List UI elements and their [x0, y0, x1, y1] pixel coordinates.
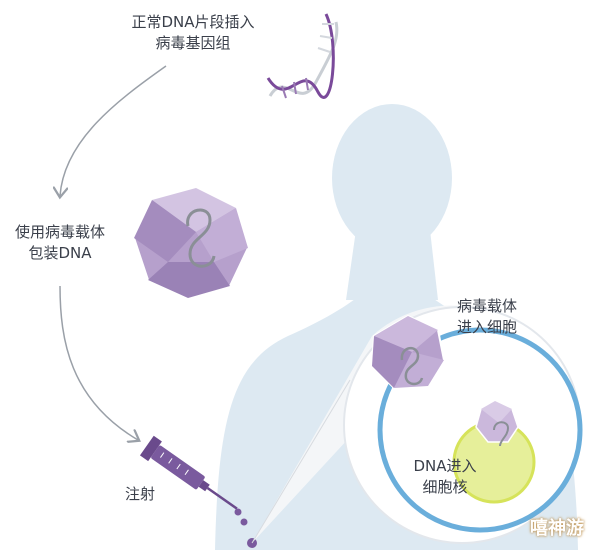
label-step3: 注射: [124, 485, 155, 503]
virus-entering-cell-icon: [370, 314, 446, 390]
watermark: 嘻神游: [530, 518, 584, 539]
label-step2-line1: 使用病毒载体: [14, 223, 105, 241]
virus-small-icon: [475, 400, 519, 447]
label-step1: 正常DNA片段插入 病毒基因组: [108, 12, 278, 54]
label-step5-line1: DNA进入: [413, 457, 477, 475]
label-step2: 使用病毒载体 包装DNA: [0, 222, 120, 264]
label-step1-line2: 病毒基因组: [155, 34, 231, 52]
dna-helix-icon: [266, 13, 339, 99]
label-step5: DNA进入 细胞核: [400, 456, 490, 498]
droplet-2: [240, 518, 248, 526]
zoom-edge-left: [251, 379, 351, 544]
label-step4: 病毒载体 进入细胞: [432, 296, 542, 338]
droplet-1: [234, 508, 242, 516]
label-step4-line1: 病毒载体: [456, 297, 517, 315]
virus-capsid-icon: [132, 186, 250, 300]
label-step5-line2: 细胞核: [422, 478, 468, 496]
arrow-step1-to-step2: [60, 65, 167, 196]
label-step2-line2: 包装DNA: [28, 244, 92, 262]
label-step4-line2: 进入细胞: [456, 318, 517, 336]
syringe-icon: [139, 435, 238, 510]
arrow-step2-to-step3: [59, 285, 138, 440]
label-step1-line1: 正常DNA片段插入: [131, 13, 255, 31]
